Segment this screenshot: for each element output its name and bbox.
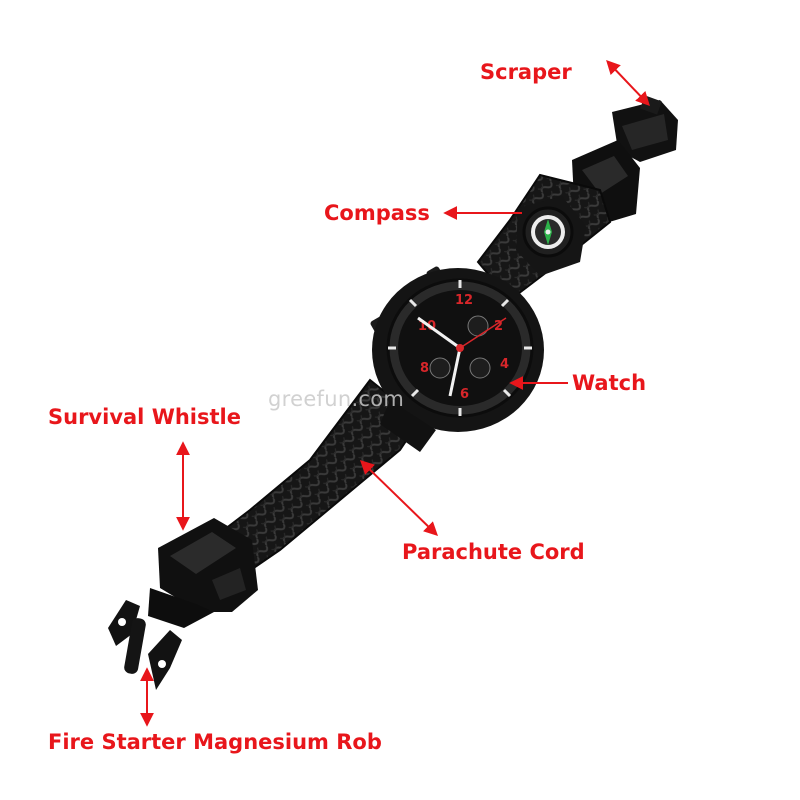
- watermark: greefun.com: [268, 387, 405, 411]
- parachute-cord-arrow: [359, 460, 439, 536]
- scraper-arrow: [606, 59, 650, 107]
- svg-text:2: 2: [494, 319, 503, 334]
- svg-text:12: 12: [455, 293, 473, 308]
- label-scraper: Scraper: [480, 60, 572, 84]
- label-compass: Compass: [324, 201, 430, 225]
- label-fire-starter: Fire Starter Magnesium Rob: [48, 730, 382, 754]
- svg-text:6: 6: [460, 387, 469, 402]
- survival-whistle: [148, 518, 258, 628]
- svg-text:4: 4: [500, 357, 509, 372]
- label-parachute-cord: Parachute Cord: [402, 540, 585, 564]
- fire-starter-rod: [108, 600, 182, 690]
- label-watch: Watch: [572, 371, 647, 395]
- svg-text:8: 8: [420, 361, 429, 376]
- compass: [516, 196, 586, 276]
- label-survival-whistle: Survival Whistle: [48, 405, 241, 429]
- watch: 12 2 4 6 8 10: [370, 266, 544, 452]
